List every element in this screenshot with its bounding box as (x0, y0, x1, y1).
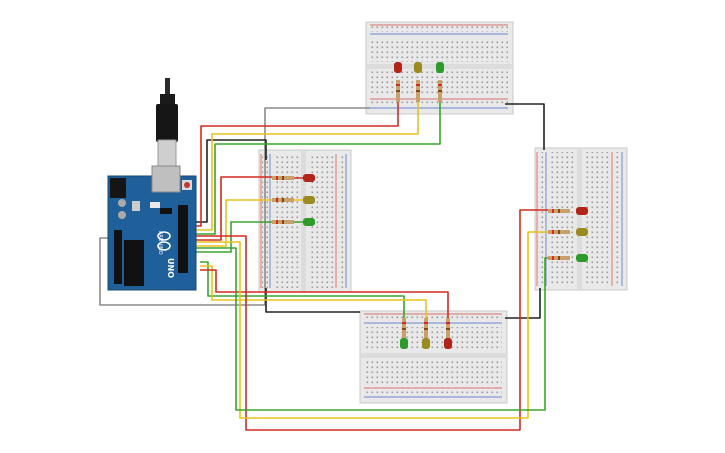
red-wire-bottom-led (200, 269, 449, 330)
green-wire-right-led (195, 247, 548, 411)
red-wire-top-led (195, 100, 399, 227)
black-wire-left-board (195, 139, 267, 223)
led-green-left (303, 218, 315, 226)
yellow-wire-right-led (195, 231, 548, 419)
breadboard-right[interactable] (534, 147, 628, 291)
led-yellow-bottom (422, 338, 430, 349)
green-wire-top-led (195, 100, 441, 235)
black-wire-top-to-right (505, 103, 545, 150)
left-board-components (272, 174, 315, 226)
red-wire-right-led (195, 209, 548, 431)
led-yellow-left (303, 196, 315, 204)
right-board-components (548, 207, 588, 262)
breadboard-left[interactable] (258, 149, 352, 293)
led-yellow-right (576, 228, 588, 236)
breadboard-bottom[interactable] (359, 310, 508, 404)
led-green-bottom (400, 338, 408, 349)
bottom-board-components (400, 318, 452, 349)
black-wire-right-bottom (505, 288, 541, 319)
gray-ground-wire (99, 107, 370, 306)
led-yellow-top (414, 62, 422, 73)
led-red-top (394, 62, 402, 73)
arduino-model-label: UNO (166, 258, 175, 278)
led-red-left (303, 174, 315, 182)
green-wire-bottom-led (200, 261, 405, 330)
led-red-right (576, 207, 588, 215)
led-green-top (436, 62, 444, 73)
yellow-wire-top-led (195, 100, 419, 231)
arduino-brand-label: ARDUINO (157, 231, 163, 255)
green-wire-left-led (195, 221, 272, 253)
yellow-wire-left-led (195, 199, 272, 247)
led-red-bottom (444, 338, 452, 349)
top-board-components (394, 62, 444, 102)
arduino-board[interactable]: ARDUINO UNO (107, 78, 197, 291)
red-wire-left-led (195, 176, 272, 241)
wires (99, 100, 548, 431)
yellow-wire-bottom-led (200, 265, 427, 330)
arduino-logo (157, 231, 171, 251)
usb-cable (156, 78, 178, 167)
led-green-right (576, 254, 588, 262)
